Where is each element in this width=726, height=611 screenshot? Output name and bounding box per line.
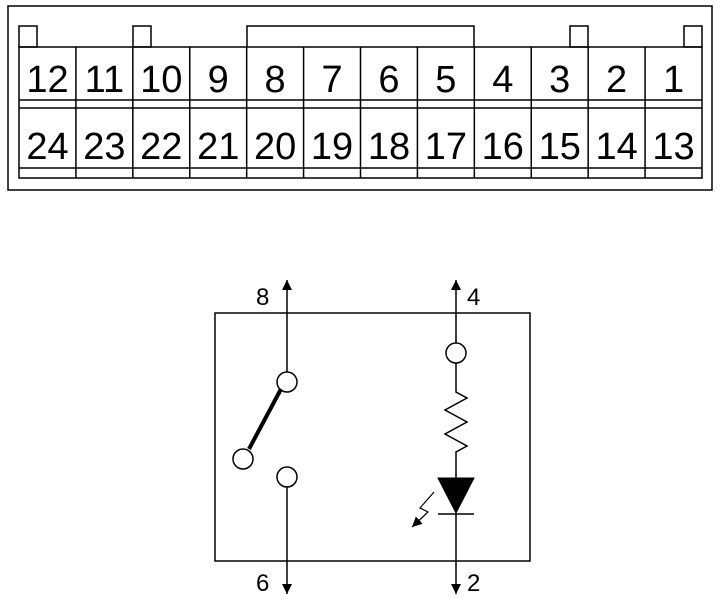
cavity-dividers bbox=[75, 47, 646, 178]
pin-number-12: 12 bbox=[26, 59, 68, 101]
pin-number-23: 23 bbox=[83, 126, 125, 168]
pin-number-2: 2 bbox=[606, 59, 627, 101]
terminal-4-label: 4 bbox=[467, 284, 480, 311]
pin-number-22: 22 bbox=[140, 126, 182, 168]
connector-key-center bbox=[246, 25, 475, 47]
component-body bbox=[214, 312, 531, 562]
pin-number-6: 6 bbox=[378, 59, 399, 101]
pin-number-9: 9 bbox=[208, 59, 229, 101]
led-light-emission-arrow bbox=[411, 491, 435, 528]
pin-number-10: 10 bbox=[140, 59, 182, 101]
led-terminal-circle bbox=[445, 342, 467, 364]
pin-number-17: 17 bbox=[425, 126, 467, 168]
pin-number-8: 8 bbox=[265, 59, 286, 101]
connector-key-mid-left bbox=[132, 25, 152, 48]
pin-number-19: 19 bbox=[311, 126, 353, 168]
pin-number-16: 16 bbox=[482, 126, 524, 168]
pin-number-5: 5 bbox=[435, 59, 456, 101]
pin-number-14: 14 bbox=[595, 126, 637, 168]
connector-key-mid-right bbox=[569, 25, 589, 48]
terminal-8-label: 8 bbox=[256, 284, 269, 311]
pin-number-18: 18 bbox=[368, 126, 410, 168]
connector-outer-frame bbox=[7, 5, 713, 191]
pin-number-1: 1 bbox=[663, 59, 684, 101]
connector-key-left bbox=[18, 25, 38, 48]
pin-number-21: 21 bbox=[197, 126, 239, 168]
switch-pivot bbox=[232, 448, 254, 470]
terminal-6-label: 6 bbox=[256, 570, 269, 597]
switch-lever bbox=[247, 388, 283, 450]
pin-number-20: 20 bbox=[254, 126, 296, 168]
pin-number-11: 11 bbox=[85, 59, 124, 101]
led-diode-triangle bbox=[437, 477, 475, 515]
pin-number-15: 15 bbox=[539, 126, 581, 168]
resistor-symbol bbox=[443, 363, 469, 478]
schematic: 8 6 4 2 bbox=[214, 280, 531, 597]
pin-number-7: 7 bbox=[321, 59, 342, 101]
pin-number-4: 4 bbox=[492, 59, 513, 101]
connector-key-right bbox=[683, 25, 703, 48]
switch-contact-bottom bbox=[276, 466, 298, 488]
pin-number-24: 24 bbox=[26, 126, 68, 168]
pin-number-13: 13 bbox=[652, 126, 694, 168]
switch-contact-top bbox=[276, 371, 298, 393]
pin-number-3: 3 bbox=[549, 59, 570, 101]
terminal-2-label: 2 bbox=[467, 570, 480, 597]
